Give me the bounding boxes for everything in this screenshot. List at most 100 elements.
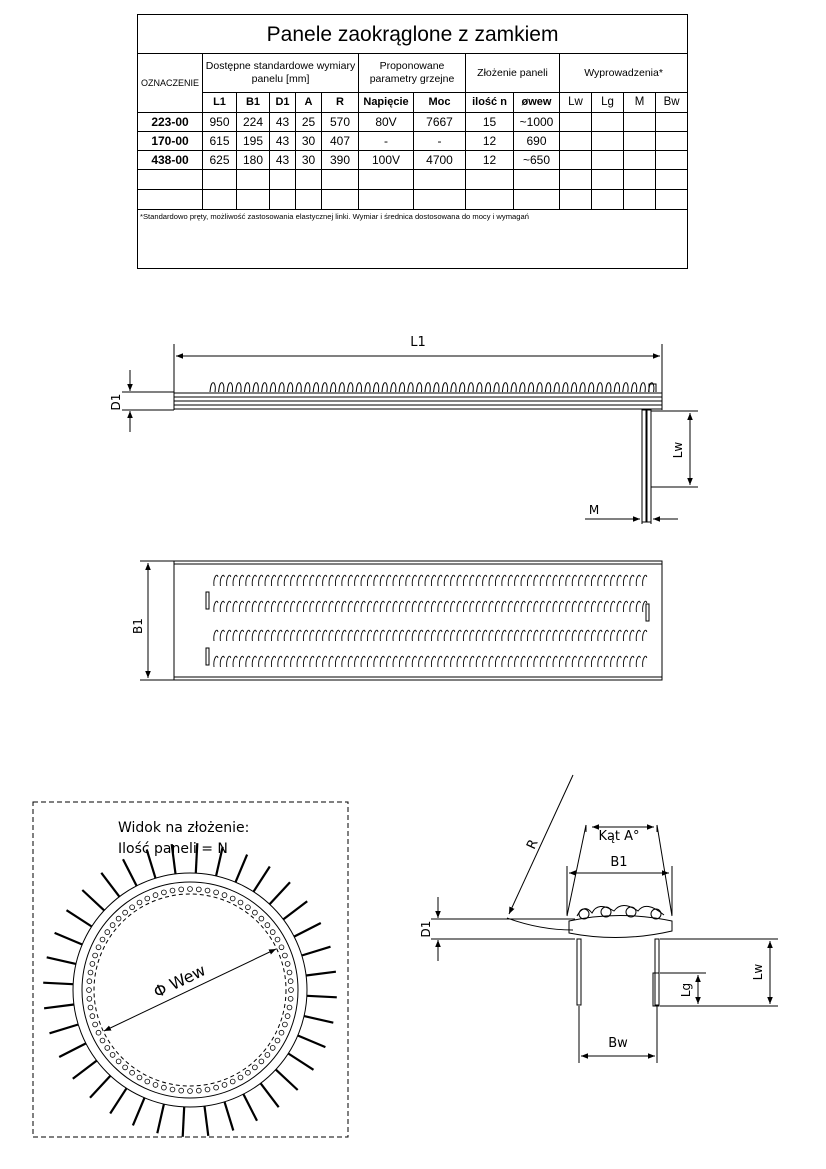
wave-loop [322, 655, 328, 668]
scallop [258, 1058, 265, 1065]
wave-loop [587, 382, 595, 393]
ring-pin [122, 858, 138, 887]
wave-loop [443, 655, 449, 668]
wave-loop [243, 382, 251, 393]
table-empty-row [137, 189, 689, 210]
wave-loop [366, 600, 373, 613]
scallop [264, 922, 271, 928]
wave-loop [443, 629, 449, 642]
scallop [196, 1087, 202, 1094]
wave-loop [405, 655, 411, 668]
wave-loop [386, 655, 392, 668]
wave-loop [334, 574, 341, 587]
wave-loop [411, 574, 417, 587]
wave-loop [309, 600, 315, 613]
wave-loop [482, 600, 488, 613]
wave-loop [411, 655, 417, 668]
wave-loop [379, 574, 385, 587]
wave-loop [302, 655, 309, 668]
wave-loop [341, 629, 347, 642]
wave-loop [232, 574, 238, 587]
wave-loop [372, 382, 380, 393]
scallop [122, 909, 128, 916]
scallop [229, 1078, 236, 1085]
wave-loop [597, 655, 603, 668]
ring-pin [58, 1042, 87, 1058]
wave-loop [482, 574, 488, 587]
scallop [245, 904, 251, 911]
wave-loop [379, 629, 385, 642]
scallop [237, 1074, 244, 1081]
scallop [178, 886, 185, 893]
wave-loop [610, 574, 616, 587]
scallop [287, 978, 294, 984]
wave-loop [507, 574, 513, 587]
wave-loop [571, 574, 577, 587]
wave-loop [616, 655, 622, 668]
ring-pin [293, 922, 322, 938]
wave-loop [424, 600, 430, 613]
scallop [115, 915, 122, 922]
wave-loop [590, 574, 597, 587]
wave-loop [379, 600, 385, 613]
scallop [278, 1029, 285, 1036]
zlozenie-group-header: Złożenie paneli [465, 53, 560, 93]
wave-loop [405, 600, 411, 613]
wave-loop [283, 574, 289, 587]
wave-loop [283, 600, 289, 613]
wave-loop [258, 655, 264, 668]
wave-loop [526, 574, 533, 587]
wave-loop [443, 600, 449, 613]
ring-pin [252, 865, 271, 893]
wave-loop [354, 655, 360, 668]
scallop [86, 987, 92, 993]
wave-loop [226, 629, 232, 642]
table-cell: 390 [321, 150, 359, 170]
scallop [245, 1069, 251, 1076]
scallop [169, 1086, 176, 1093]
scallop [144, 1078, 151, 1085]
scallop [252, 1064, 258, 1071]
wave-loop [360, 629, 366, 642]
wave-loop [488, 574, 494, 587]
wave-loop [398, 600, 405, 613]
ring-pin [259, 1082, 280, 1108]
wave-loop [245, 655, 251, 668]
wave-loop [578, 629, 584, 642]
scallop [152, 1082, 159, 1088]
wave-loop [411, 629, 417, 642]
scallop [109, 1052, 116, 1058]
wave-loop [390, 382, 397, 393]
wave-loop [584, 629, 590, 642]
wave-loop [603, 574, 609, 587]
wave-loop [347, 600, 353, 613]
wave-loop [462, 600, 469, 613]
scallop [187, 1088, 193, 1094]
scallop [87, 969, 94, 976]
wave-loop [277, 600, 283, 613]
wave-loop [232, 600, 238, 613]
scallop [86, 995, 93, 1002]
wave-loop [373, 600, 379, 613]
wave-loop [328, 574, 334, 587]
wave-loop [571, 629, 577, 642]
ring-pin [72, 1059, 98, 1080]
wave-loop [424, 574, 430, 587]
side-view [122, 344, 698, 524]
wave-loop [610, 629, 616, 642]
wave-loop [482, 629, 488, 642]
wave-loop [571, 600, 577, 613]
wave-loop [277, 629, 283, 642]
wave-loop [258, 574, 264, 587]
wave-loop [309, 655, 315, 668]
wave-loop [584, 655, 590, 668]
wave-loop [533, 655, 539, 668]
wave-loop [219, 655, 225, 668]
wave-loop [578, 574, 584, 587]
dim-lw-label: Lw [671, 442, 685, 459]
wave-loop [373, 629, 379, 642]
wave-loop [520, 629, 526, 642]
ring-pin [65, 909, 93, 928]
scallop [178, 1087, 185, 1094]
wave-loop [544, 382, 552, 393]
